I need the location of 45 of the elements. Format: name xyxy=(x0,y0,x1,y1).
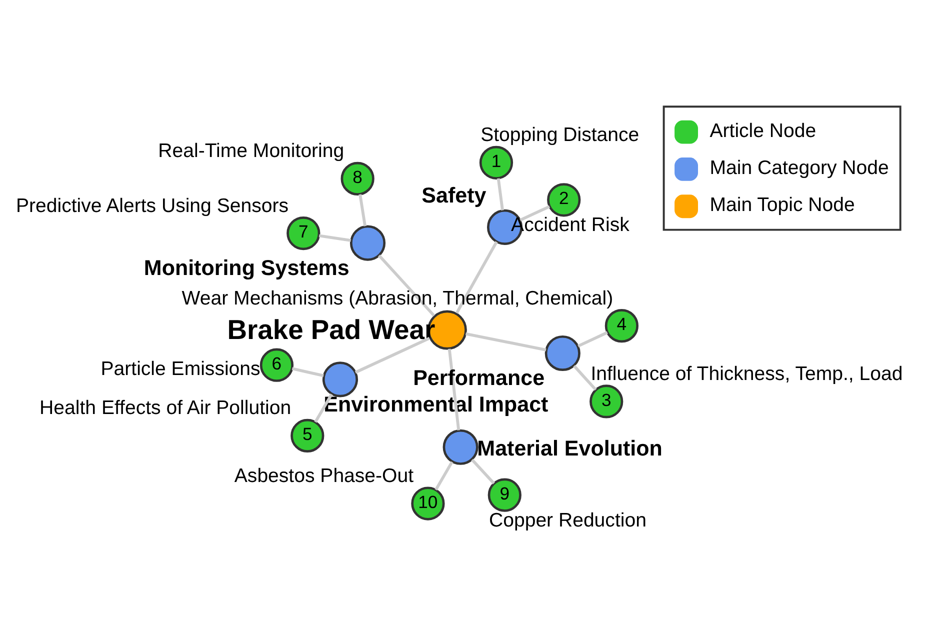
node-circle xyxy=(544,334,580,371)
connector xyxy=(434,460,454,490)
node-circle: 4 xyxy=(604,308,638,342)
node-circle: 8 xyxy=(340,161,374,196)
node-label: Predictive Alerts Using Sensors xyxy=(16,194,288,216)
connector xyxy=(573,364,597,390)
legend-label: Main Topic Node xyxy=(710,194,855,216)
node-circle xyxy=(350,224,386,260)
node-label: Health Effects of Air Pollution xyxy=(40,396,292,419)
connector xyxy=(354,336,430,374)
node-label: Stopping Distance xyxy=(480,124,640,146)
node-label: Asbestos Phase-Out xyxy=(234,464,414,486)
node-label: Safety xyxy=(422,182,486,207)
node-label: Wear Mechanisms (Abrasion, Thermal, Chemical) xyxy=(182,286,614,309)
node-circle: 9 xyxy=(488,478,522,512)
connector xyxy=(378,254,436,316)
connector xyxy=(318,234,352,242)
node-label: Real-Time Monitoring xyxy=(158,140,344,162)
legend-label: Main Category Node xyxy=(710,156,889,179)
connector xyxy=(455,240,498,314)
node-circle: 1 xyxy=(479,145,514,179)
node-circle xyxy=(322,361,358,397)
connector xyxy=(314,392,333,422)
node-label: Copper Reduction xyxy=(489,508,646,531)
connector xyxy=(578,330,608,347)
node-label: Particle Emissions xyxy=(100,357,260,380)
connector xyxy=(292,366,324,377)
connector xyxy=(448,348,460,430)
node-circle: 10 xyxy=(411,486,445,520)
legend-label: Article Node xyxy=(710,119,816,142)
node-circle: 3 xyxy=(590,384,624,418)
node-label: Environmental Impact xyxy=(324,392,548,416)
connector xyxy=(471,458,495,484)
connector xyxy=(496,178,504,210)
node-label: Monitoring Systems xyxy=(144,255,350,280)
node-circle: 6 xyxy=(260,348,294,382)
node-label: Performance xyxy=(413,366,545,390)
node-circle xyxy=(442,428,478,464)
connector xyxy=(465,332,546,351)
node-circle: 2 xyxy=(547,182,581,216)
node-circle: 5 xyxy=(290,418,324,452)
node-label: Influence of Thickness, Temp., Load xyxy=(590,362,903,384)
connector xyxy=(358,194,367,226)
node-label: Material Evolution xyxy=(477,436,662,460)
node-circle: 7 xyxy=(286,216,320,250)
